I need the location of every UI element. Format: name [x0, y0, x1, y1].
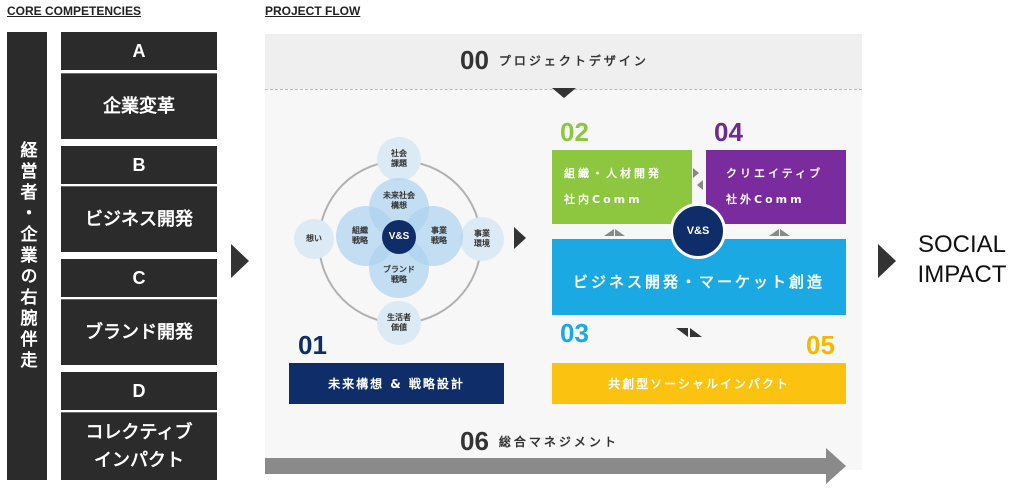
node-consumer-value: 生活者価値 [377, 301, 421, 345]
swap-left-icon [676, 328, 688, 337]
core-competencies-header: CORE COMPETENCIES [7, 4, 142, 18]
step-06-label: 総合マネジメント [498, 435, 619, 449]
node-consumer-value-line1: 生活者 [387, 313, 411, 322]
social-impact: SOCIAL IMPACT [906, 230, 1018, 290]
marker-04-right-icon [780, 229, 790, 236]
step-00: 00 プロジェクトデザイン [460, 45, 649, 76]
arrow-04-to-02-icon [697, 180, 703, 190]
step-04-number: 04 [714, 117, 743, 147]
competency-d-name-line2: インパクト [94, 449, 184, 471]
node-social-issue-line1: 社会 [391, 149, 407, 158]
step-02-box: 組織・人材開発 社内Comm [552, 150, 692, 224]
petal-org-strategy-line1: 組織 [352, 226, 368, 235]
node-business-env-line1: 事業 [474, 229, 490, 238]
swap-right-icon [690, 328, 702, 337]
competency-b-name: ビジネス開発 [61, 186, 217, 252]
arrow-to-flow-icon [231, 244, 249, 278]
competency-b-letter: B [61, 146, 217, 184]
step-03-label: ビジネス開発・マーケット創造 [572, 272, 825, 291]
arrow-to-impact-icon [878, 244, 896, 278]
petal-brand-strategy-line2: 戦略 [391, 275, 407, 284]
competency-a-letter: A [61, 32, 217, 70]
management-arrow-shaft [265, 458, 829, 474]
step-04-box: クリエイティブ 社外Comm [706, 150, 846, 224]
node-social-issue-line2: 課題 [391, 159, 407, 168]
petal-biz-strategy-line2: 戦略 [431, 236, 447, 245]
competency-d-letter: D [61, 372, 217, 410]
center-vs: V&S [382, 220, 416, 254]
node-thought-label: 想い [306, 234, 322, 243]
vs-badge: V&S [670, 203, 726, 259]
step-01-box: 未来構想 & 戦略設計 [289, 363, 504, 404]
panel-design-band [265, 34, 862, 89]
node-thought: 想い [294, 219, 334, 259]
step-00-label: プロジェクトデザイン [498, 54, 649, 68]
vertical-label-bar: 経営者・企業の右腕伴走 [7, 32, 47, 480]
petal-future-vision-line1: 未来社会 [383, 191, 415, 200]
step-02-line2: 社内Comm [564, 193, 643, 206]
social-impact-line2: IMPACT [917, 261, 1007, 288]
project-flow-header: PROJECT FLOW [265, 4, 361, 18]
down-pointer-icon [552, 88, 576, 98]
marker-02-left-icon [604, 229, 614, 236]
step-06: 06 総合マネジメント [460, 426, 619, 457]
competency-a-name: 企業変革 [61, 73, 217, 139]
node-business-env: 事業環境 [460, 217, 504, 261]
step-01-label: 未来構想 & 戦略設計 [328, 377, 465, 391]
marker-04-left-icon [769, 229, 779, 236]
step-02-number: 02 [560, 117, 589, 147]
node-business-env-line2: 環境 [474, 239, 490, 248]
step-06-number: 06 [460, 426, 489, 456]
step-05-number: 05 [806, 330, 835, 360]
vertical-label: 経営者・企業の右腕伴走 [16, 140, 37, 372]
competency-d-name: コレクティブ インパクト [61, 412, 217, 480]
competency-c-letter: C [61, 259, 217, 297]
step-02-line1: 組織・人材開発 [564, 167, 662, 180]
petal-biz-strategy-line1: 事業 [431, 226, 447, 235]
step-03-number: 03 [560, 318, 589, 348]
step-05-box: 共創型ソーシャルインパクト [552, 363, 846, 404]
arrow-02-to-04-icon [693, 168, 699, 178]
marker-02-right-icon [615, 229, 625, 236]
competency-d-name-line1: コレクティブ [85, 421, 193, 443]
social-impact-line1: SOCIAL [917, 231, 1007, 258]
petal-org-strategy-line2: 戦略 [352, 236, 368, 245]
step-04-line1: クリエイティブ [726, 167, 824, 180]
step-00-number: 00 [460, 45, 489, 75]
step-04-line2: 社外Comm [726, 193, 805, 206]
competency-c-name: ブランド開発 [61, 299, 217, 365]
step-05-label: 共創型ソーシャルインパクト [608, 377, 790, 391]
arrow-to-steps-icon [514, 227, 526, 249]
petal-brand-strategy-line1: ブランド [383, 265, 415, 274]
node-consumer-value-line2: 価値 [391, 323, 407, 332]
petal-future-vision-line2: 構想 [391, 201, 407, 210]
management-arrow-head-icon [826, 448, 846, 484]
node-social-issue: 社会課題 [377, 137, 421, 181]
step-01-number: 01 [298, 330, 327, 360]
